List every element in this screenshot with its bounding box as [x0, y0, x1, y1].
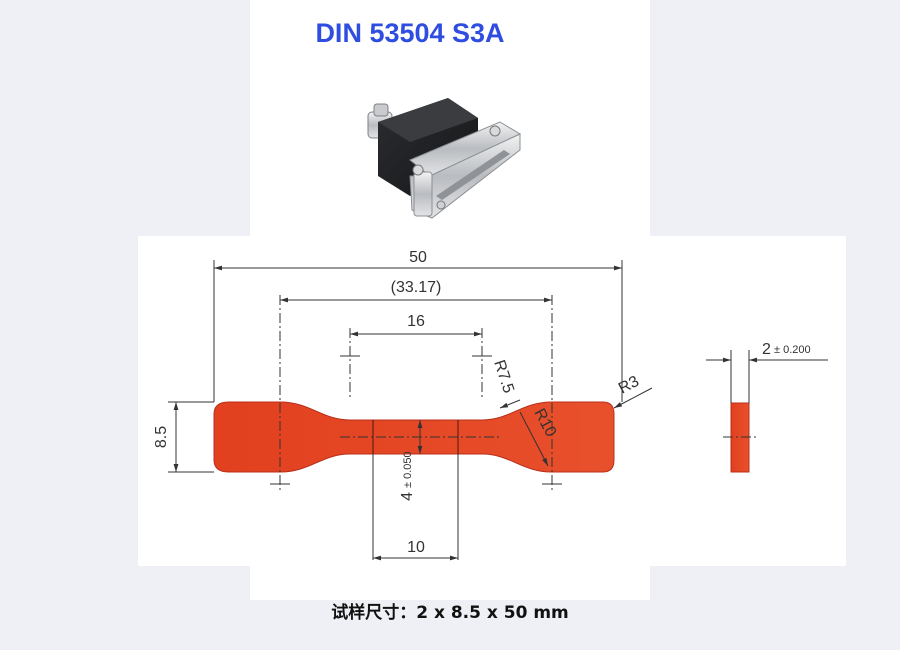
drawing-panel [138, 236, 846, 566]
dim-thickness: 2 [762, 341, 771, 358]
dim-narrow-width: 4 [399, 492, 416, 501]
dimension-lines [173, 265, 828, 561]
dim-grip-distance: (33.17) [391, 279, 442, 296]
dim-radius-inner: R7.5 [490, 358, 517, 395]
dim-narrow-width-group: 4 ± 0.050 [399, 451, 416, 501]
dim-narrow-length: 10 [407, 539, 425, 556]
caption-panel [250, 566, 650, 600]
dim-narrow-width-tol: ± 0.050 [402, 451, 414, 488]
dim-width: 8.5 [153, 426, 170, 448]
page-title: DIN 53504 S3A [315, 18, 505, 48]
dim-thickness-tol: ± 0.200 [774, 344, 811, 356]
dim-overall-length: 50 [409, 249, 427, 266]
dim-gauge-length: 16 [407, 313, 425, 330]
tensile-grip-fixture-icon [367, 98, 522, 219]
specimen-size-caption: 试样尺寸：2 x 8.5 x 50 mm [331, 603, 569, 623]
dim-radius-end: R3 [616, 373, 642, 398]
